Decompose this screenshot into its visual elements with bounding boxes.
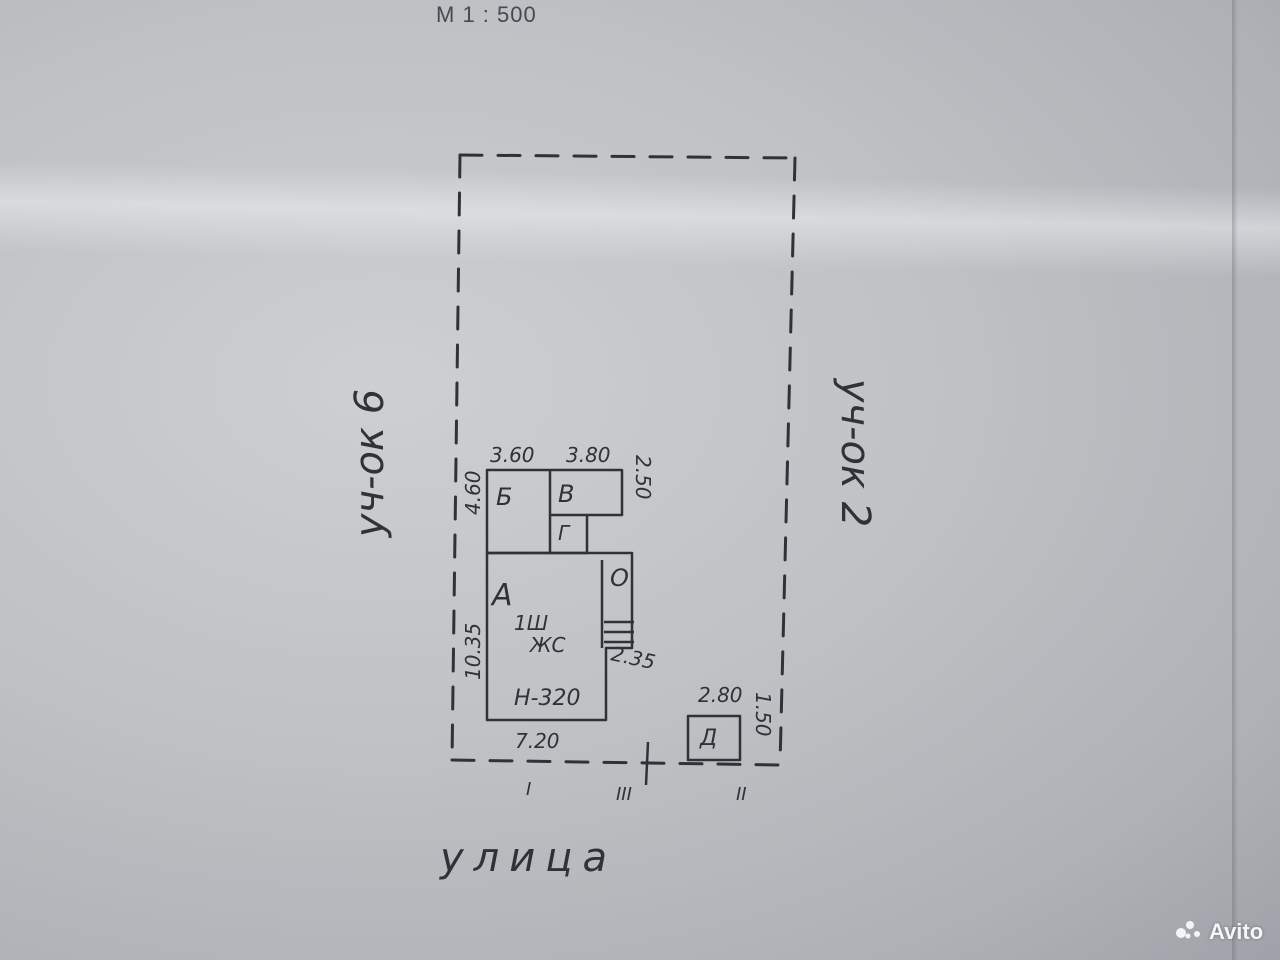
plot-boundary-left [450, 153, 462, 764]
gate-mark-line [644, 741, 650, 786]
building-floors: 1Ш [514, 611, 548, 635]
neighbor-right-label: уч-ок 2 [832, 378, 878, 528]
plot-boundary-top [458, 153, 797, 160]
room-label-o: О [610, 564, 629, 592]
dim-top-left: 3.60 [490, 443, 535, 467]
scale-label: M 1 : 500 [436, 2, 537, 27]
house-main-block [485, 551, 634, 722]
dim-porch: 2.35 [609, 641, 658, 674]
dim-bottom-main: 7.20 [515, 729, 560, 753]
dim-shed-depth: 1.50 [751, 692, 775, 737]
avito-watermark: Avito [1175, 918, 1263, 946]
gate-mark-second: III [616, 784, 632, 805]
building-use: ЖС [528, 633, 566, 657]
dim-top-right: 3.80 [566, 443, 611, 467]
building-height: Н-320 [514, 686, 580, 711]
paper-edge [1232, 0, 1238, 960]
gate-mark-third: II [736, 784, 747, 805]
neighbor-left-label: уч-ок 6 [347, 388, 393, 538]
dim-left-main: 10.35 [461, 623, 485, 680]
street-label: улица [440, 835, 617, 881]
shed-d-outline [686, 714, 742, 762]
plot-boundary-right [778, 156, 797, 767]
dim-right-top: 2.50 [631, 455, 655, 500]
room-label-d: Д [699, 726, 717, 751]
room-label-v: В [558, 480, 574, 508]
gate-mark-first: I [526, 779, 531, 800]
avito-watermark-text: Avito [1209, 919, 1264, 944]
room-label-b: Б [496, 483, 512, 511]
room-label-g: Г [558, 521, 571, 545]
room-label-a: А [490, 578, 513, 613]
avito-logo-icon [1175, 918, 1203, 946]
dim-shed-width: 2.80 [698, 683, 743, 707]
dim-left-top: 4.60 [461, 470, 485, 515]
plot-boundary-bottom [450, 758, 782, 767]
